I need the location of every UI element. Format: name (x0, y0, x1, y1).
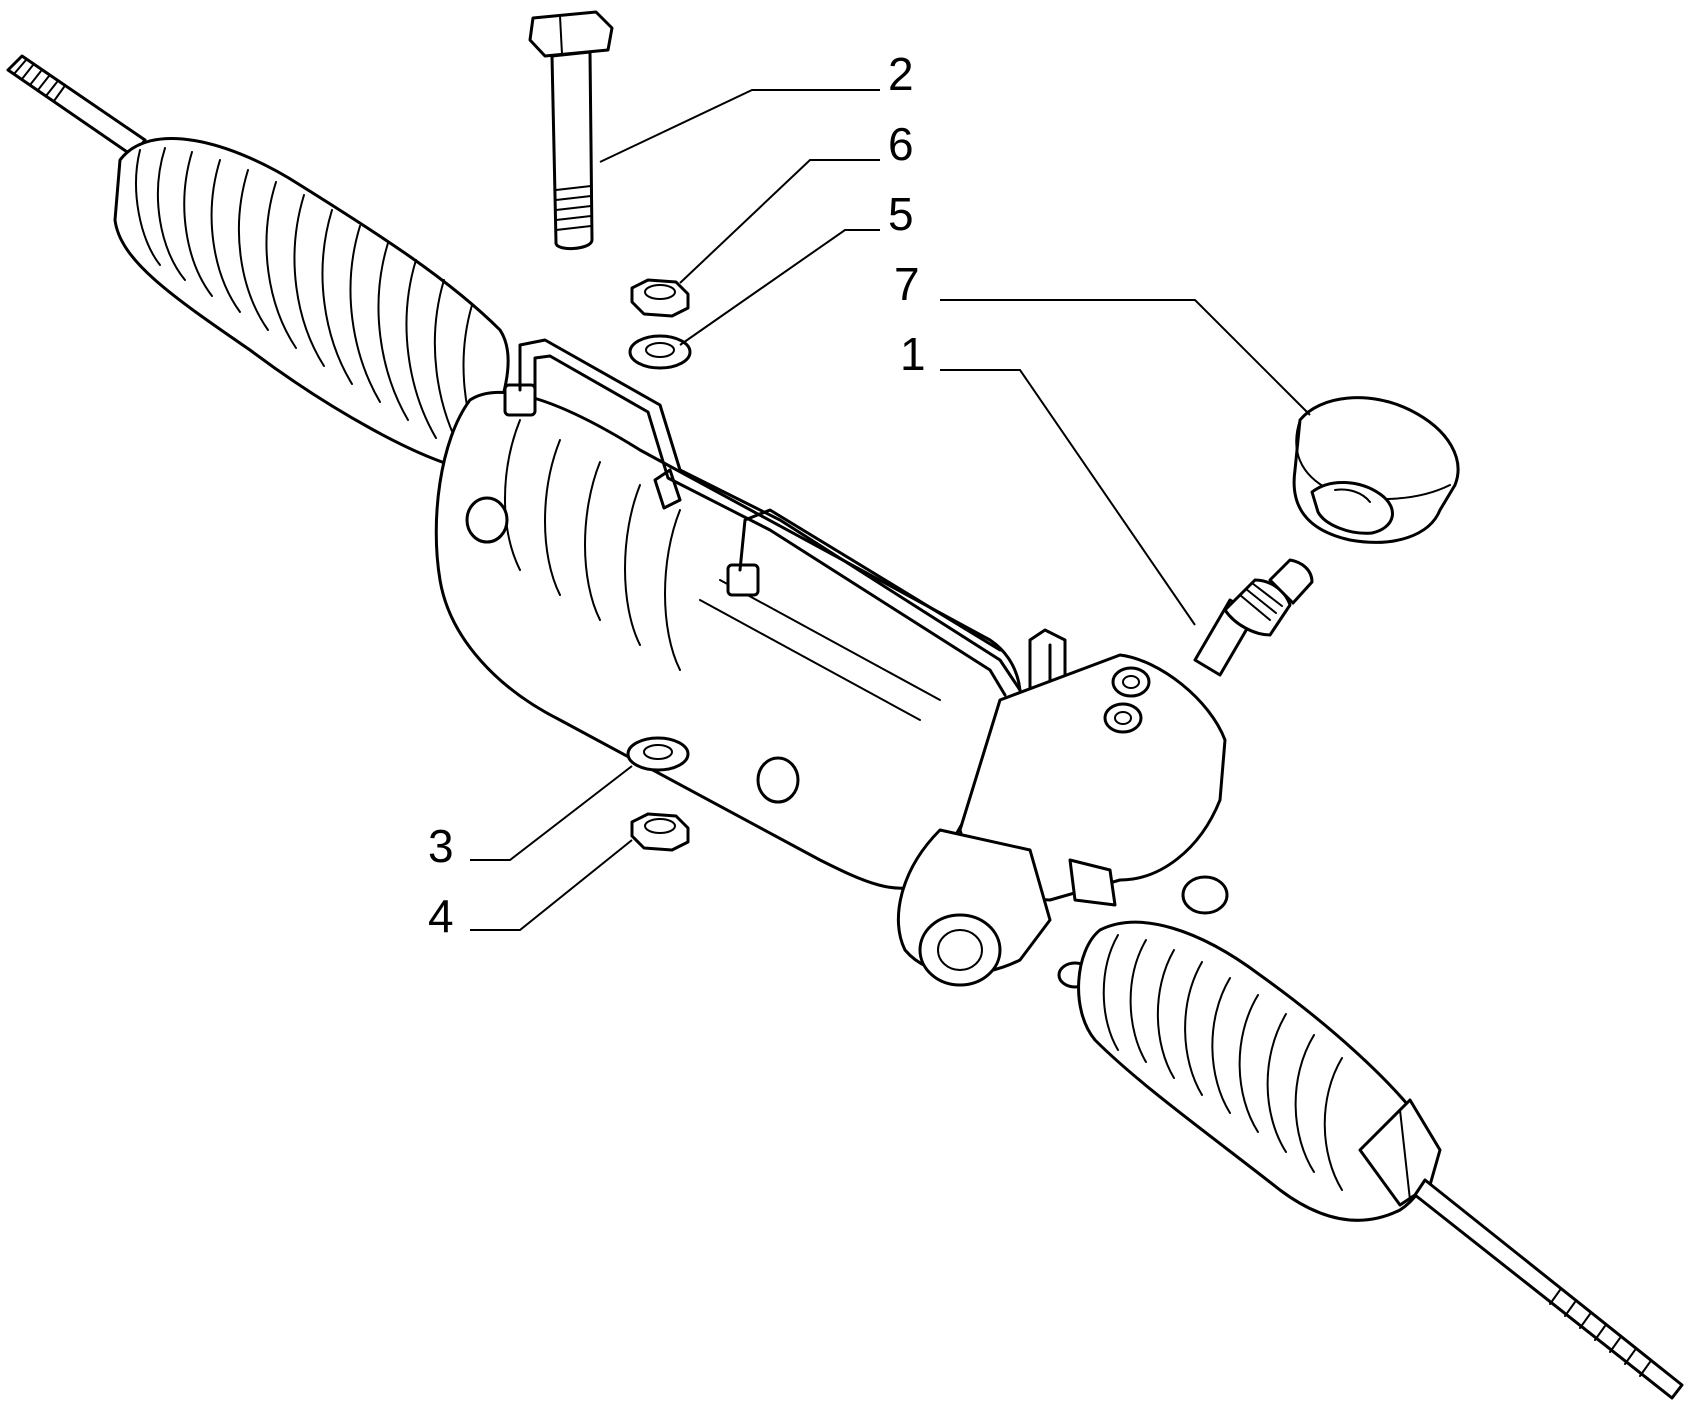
leader-6 (679, 159, 880, 284)
callout-5: 5 (888, 188, 914, 240)
leader-4 (470, 839, 633, 931)
leader-lines (470, 89, 1311, 931)
callout-labels: 2 6 5 7 1 3 4 (428, 48, 926, 942)
callout-1: 1 (900, 328, 926, 380)
pinion-input-shaft (1193, 558, 1314, 677)
callout-2: 2 (888, 48, 914, 100)
mounting-bolt (528, 10, 614, 250)
washer-bottom (626, 736, 690, 772)
rubber-bushing (1292, 396, 1460, 544)
callout-3: 3 (428, 820, 454, 872)
rack-housing (434, 383, 1022, 890)
right-bellows-boot (1077, 920, 1442, 1222)
callout-7: 7 (894, 258, 920, 310)
callout-6: 6 (888, 118, 914, 170)
hydraulic-pipes (518, 338, 1067, 702)
washer-top (628, 334, 692, 370)
left-tie-rod (6, 54, 147, 158)
leader-7 (940, 299, 1311, 416)
left-bellows-boot (113, 137, 510, 472)
right-tie-rod (1413, 1178, 1684, 1400)
leader-2 (599, 89, 880, 163)
leader-3 (470, 765, 633, 861)
nut-top (630, 278, 690, 318)
callout-4: 4 (428, 890, 454, 942)
leader-1 (940, 369, 1196, 626)
nut-bottom (630, 812, 690, 852)
leader-5 (679, 229, 880, 346)
